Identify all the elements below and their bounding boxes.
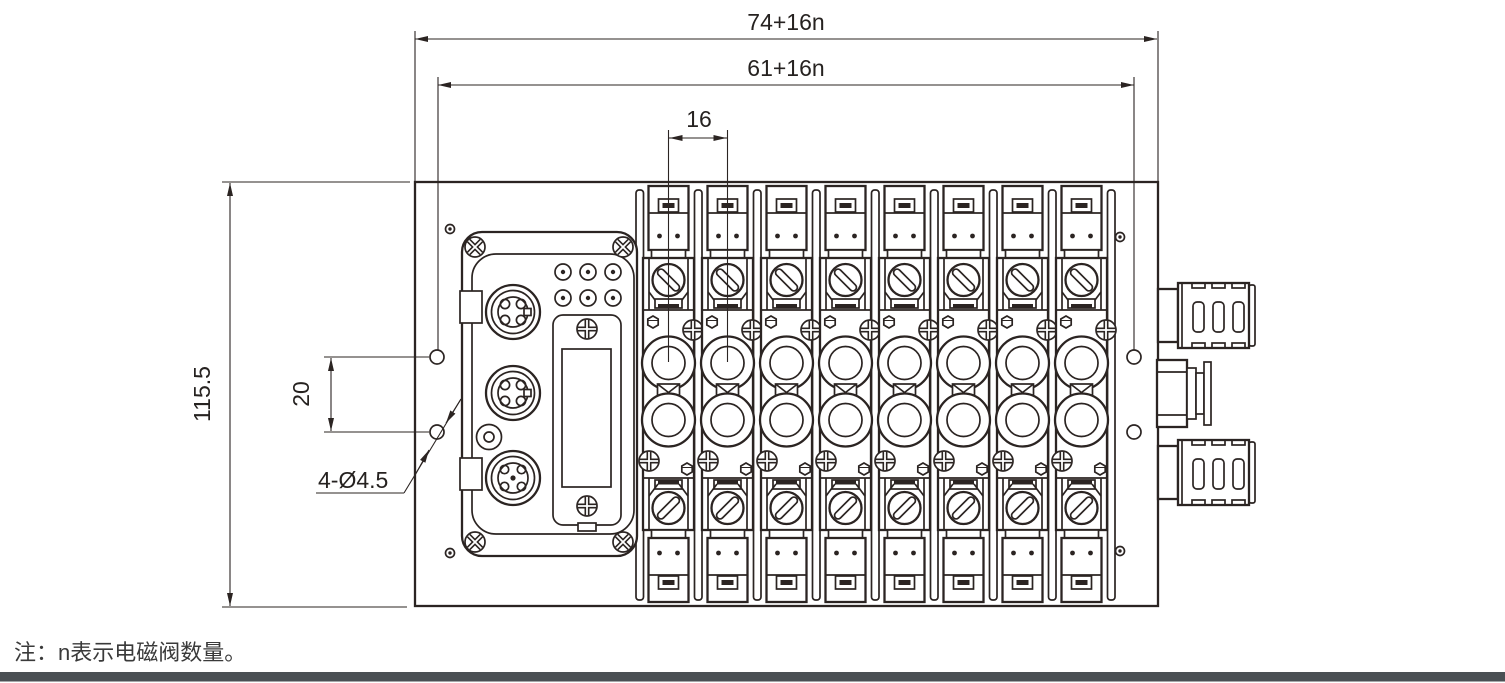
mounting-holes <box>429 349 1142 440</box>
muffler-bottom <box>1156 438 1257 507</box>
mounting-hole <box>429 349 445 365</box>
label-plate <box>552 314 622 532</box>
muffler-top <box>1156 281 1257 350</box>
push-in-fitting <box>1155 358 1212 429</box>
mounting-hole <box>1126 349 1142 365</box>
mounting-hole <box>1126 424 1142 440</box>
dim-label-total-width: 74+16n <box>747 9 824 35</box>
dim-mounting-width: 61+16n <box>437 55 1135 350</box>
m12-connector-bottom <box>484 449 542 507</box>
side-tab <box>459 290 483 324</box>
mounting-hole <box>429 424 445 440</box>
footer-bar <box>0 672 1505 682</box>
dim-total-width: 74+16n <box>414 9 1159 181</box>
dim-label-mounting-holes: 4-Ø4.5 <box>318 467 388 493</box>
label-mounting-holes: 4-Ø4.5 <box>316 398 462 494</box>
m12-connector-top <box>484 283 542 341</box>
side-tab <box>459 457 483 491</box>
dim-label-hole-spacing: 20 <box>288 381 314 407</box>
dim-hole-spacing: 20 <box>288 356 429 433</box>
led-grid <box>554 263 622 307</box>
note-text: 注：n表示电磁阀数量。 <box>14 640 246 665</box>
dim-label-station-pitch: 16 <box>686 106 712 132</box>
m12-connector-middle <box>484 364 542 422</box>
dim-label-mounting-width: 61+16n <box>747 55 824 81</box>
dim-overall-height: 115.5 <box>189 181 410 608</box>
dim-station-pitch: 16 <box>667 106 729 362</box>
vent-hole <box>475 423 503 451</box>
control-unit <box>460 232 637 556</box>
dim-label-overall-height: 115.5 <box>189 366 215 422</box>
